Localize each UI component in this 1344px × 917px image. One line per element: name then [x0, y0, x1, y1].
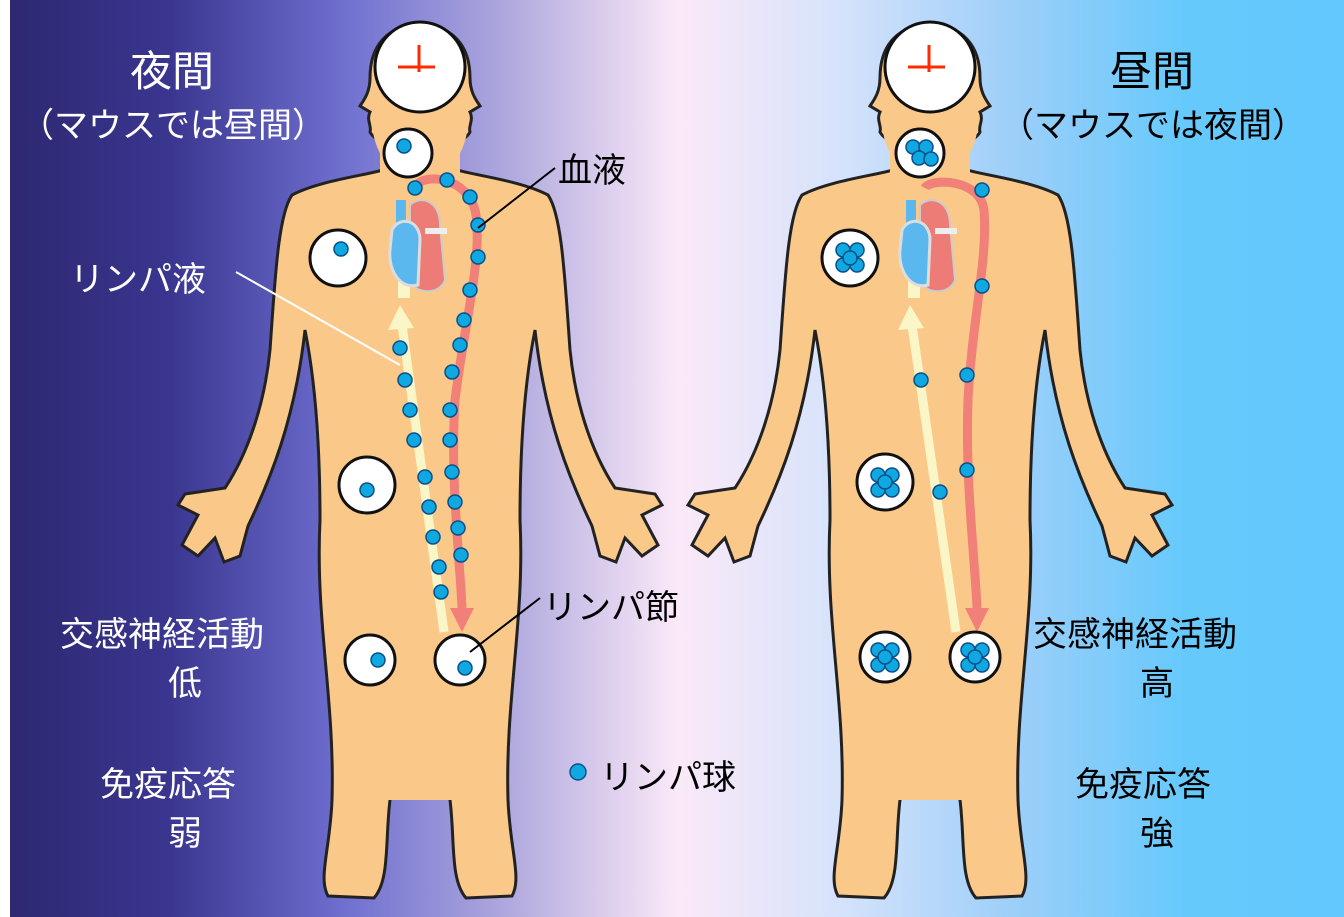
lymphocytes — [333, 138, 486, 676]
blood-label: 血液 — [558, 151, 626, 191]
legend-lymphocyte-label: リンパ球 — [600, 758, 736, 798]
clock-icon — [373, 20, 467, 114]
lymph-node-leader-line — [469, 597, 541, 653]
left-immune-label: 免疫応答 — [100, 765, 236, 805]
left-sympathetic-level: 低 — [168, 664, 202, 704]
blood-leader-line — [477, 167, 556, 229]
lymph-fluid-leader-line — [235, 271, 401, 366]
left-body-figure — [178, 20, 662, 898]
right-immune-label: 免疫応答 — [1075, 765, 1211, 805]
left-subtitle: （マウスでは昼間） — [20, 106, 326, 146]
clock-icon — [883, 20, 977, 114]
right-sympathetic-label: 交感神経活動 — [1033, 615, 1237, 655]
right-subtitle: （マウスでは夜間） — [1000, 106, 1306, 146]
left-title: 夜間 — [130, 47, 215, 96]
left-sympathetic-label: 交感神経活動 — [60, 615, 264, 655]
right-body-figure — [688, 20, 1172, 898]
right-sympathetic-level: 高 — [1140, 664, 1174, 704]
legend-lymphocyte-icon — [569, 763, 587, 781]
right-title: 昼間 — [1110, 47, 1195, 96]
lymphocytes — [835, 139, 990, 673]
background-gradient — [10, 0, 1344, 917]
left-immune-level: 弱 — [168, 814, 202, 854]
lymph-node-label: リンパ節 — [543, 588, 679, 628]
right-immune-level: 強 — [1140, 814, 1174, 854]
heart-icon — [898, 198, 959, 300]
heart-icon — [388, 198, 449, 300]
lymph-fluid-label: リンパ液 — [70, 260, 206, 300]
blood-vessel-arrow — [920, 177, 990, 632]
